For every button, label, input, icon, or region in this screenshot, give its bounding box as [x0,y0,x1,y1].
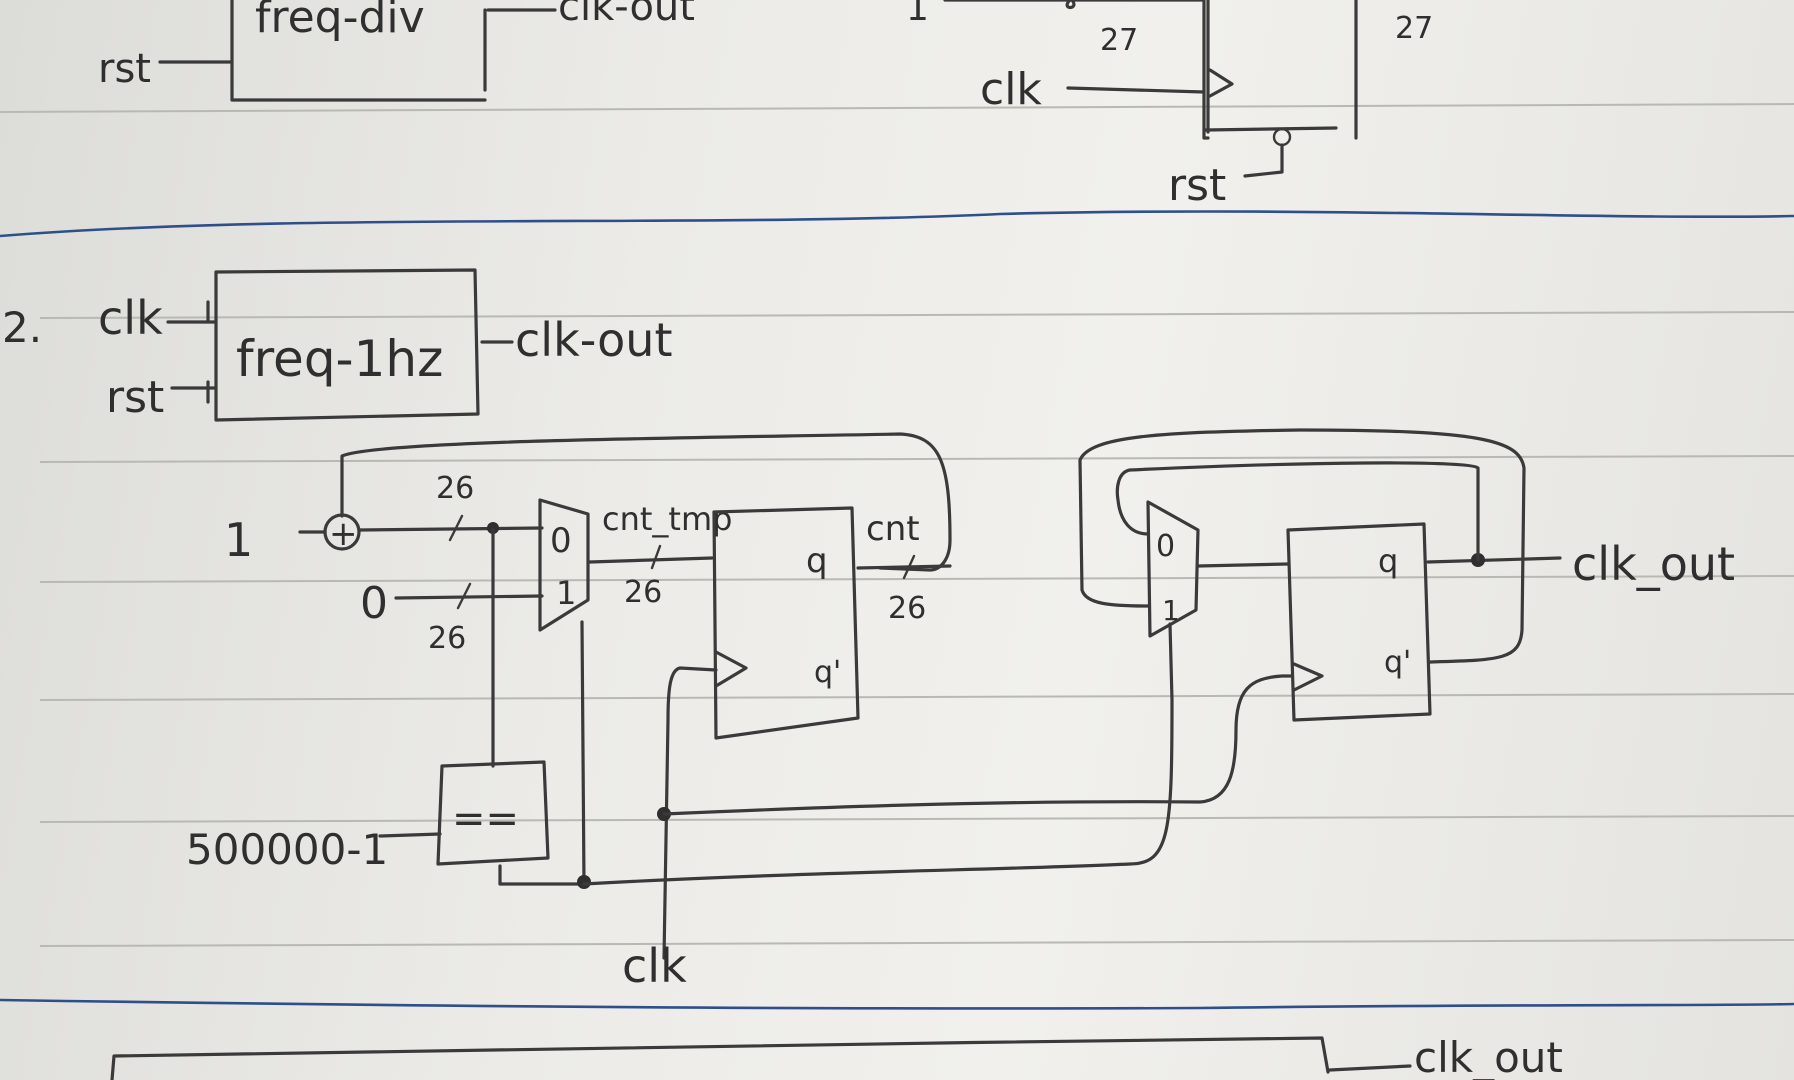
toggle-mux [1146,500,1200,638]
toggle-q: q [1378,542,1398,580]
block-clk-label: clk [98,291,163,345]
cnt-tmp-width: 26 [624,575,662,610]
rst-label-2: rst [1168,160,1226,211]
cnt-label: cnt [866,509,920,549]
width-top: 26 [436,471,474,506]
block-name: freq-1hz [236,330,443,388]
block-rst-label: rst [106,372,164,423]
bottom-block: clk_out [110,1033,1563,1080]
top-freq-div-block: freq-div rst clk-out [98,0,695,102]
const-one: 1 [224,513,253,567]
reg-q: q [806,541,828,581]
toggle-mux-in1: 1 [1162,594,1180,627]
top-register: 27 27 clk rst 1 [906,0,1433,211]
reg-qbar: q' [814,655,841,690]
adder-symbol: + [329,514,358,554]
comparator-symbol: == [452,796,519,842]
counter-circuit: + 1 26 0 26 0 1 cnt_tmp 26 q q' cnt 26 [186,432,1294,993]
bus-width-label-2: 27 [1395,11,1433,46]
margin-line-bottom [0,998,1794,1010]
comparator [436,760,550,866]
toggle-qbar: q' [1384,645,1411,680]
compare-const: 500000-1 [186,825,388,874]
toggle-register [1286,522,1432,722]
toggle-mux-in0: 0 [1156,529,1175,564]
clk-label: clk [980,64,1042,115]
clk-label: clk [622,939,687,993]
mux-in0: 0 [550,521,572,561]
block-clk-out-label: clk-out [515,313,673,367]
bottom-clk-out-label: clk_out [1414,1033,1563,1080]
clk-out-label: clk_out [1572,537,1735,591]
bus-width-label: 27 [1100,23,1138,58]
rst-label: rst [98,46,151,92]
const-one-label: 1 [906,0,929,29]
margin-line-top [0,210,1794,238]
toggle-circuit: 0 1 q q' clk_out [1078,428,1735,722]
const-zero: 0 [360,578,388,629]
ruled-lines [0,103,1794,1010]
block-label: freq-div [255,0,425,43]
clk-out-label: clk-out [558,0,695,30]
width-bottom: 26 [428,621,466,656]
section-number: 2. [2,303,42,352]
counter-register [712,506,860,740]
cnt-tmp-label: cnt_tmp [602,500,732,538]
mux-in1: 1 [556,574,576,612]
freq-1hz-block: clk rst freq-1hz clk-out [98,268,673,423]
counter-mux [538,498,590,632]
cnt-width: 26 [888,591,926,626]
